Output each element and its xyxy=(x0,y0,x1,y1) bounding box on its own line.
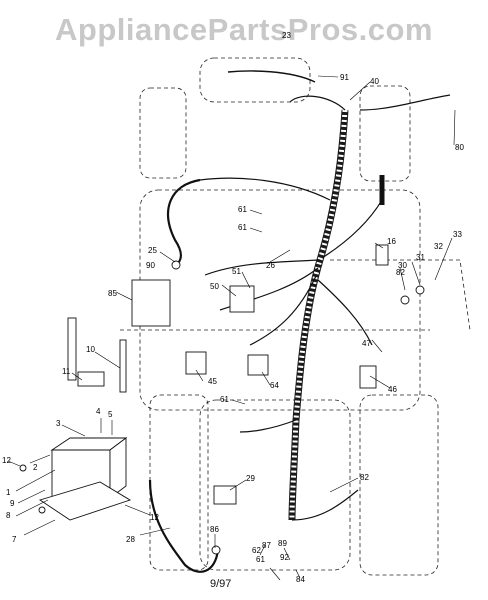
callout-9: 9 xyxy=(10,499,15,508)
callout-89: 89 xyxy=(278,539,287,548)
switch-icon xyxy=(359,365,377,389)
callout-23: 23 xyxy=(282,31,291,40)
callout-labels: 1 2 3 4 5 7 8 9 10 11 12 12 16 23 25 26 … xyxy=(2,31,464,584)
callout-51: 51 xyxy=(232,267,241,276)
wire-harness xyxy=(148,70,451,573)
relay-icon xyxy=(185,351,207,375)
callout-90: 90 xyxy=(146,261,155,270)
leader-lines xyxy=(7,75,456,581)
callout-92: 92 xyxy=(280,553,289,562)
callout-82-b: 82 xyxy=(396,268,405,277)
callout-28: 28 xyxy=(126,535,135,544)
callout-16: 16 xyxy=(387,237,396,246)
callout-12: 12 xyxy=(2,456,11,465)
callout-31: 31 xyxy=(416,253,425,262)
callout-5: 5 xyxy=(108,410,113,419)
callout-40: 40 xyxy=(370,77,379,86)
connector-icon xyxy=(213,485,237,505)
callout-8: 8 xyxy=(6,511,11,520)
callout-4: 4 xyxy=(96,407,101,416)
solenoid-icon xyxy=(229,285,255,313)
watermark: AppliancePartsPros.com xyxy=(55,12,433,47)
callout-61-a: 61 xyxy=(238,205,247,214)
callout-85: 85 xyxy=(108,289,117,298)
relay-icon-2 xyxy=(247,354,269,376)
callout-87: 87 xyxy=(262,541,271,550)
callout-62: 62 xyxy=(252,546,261,555)
revision-date: 9/97 xyxy=(210,578,232,590)
callout-82: 82 xyxy=(360,473,369,482)
components xyxy=(19,244,425,555)
callout-33: 33 xyxy=(453,230,462,239)
callout-32: 32 xyxy=(434,242,443,251)
callout-10: 10 xyxy=(86,345,95,354)
callout-80: 80 xyxy=(455,143,464,152)
callout-11: 11 xyxy=(62,367,71,376)
callout-61-d: 61 xyxy=(256,555,265,564)
callout-30: 30 xyxy=(398,261,407,270)
callout-86: 86 xyxy=(210,525,219,534)
callout-84: 84 xyxy=(296,575,305,584)
callout-12-b: 12 xyxy=(150,513,159,522)
callout-3: 3 xyxy=(56,419,61,428)
callout-2: 2 xyxy=(33,463,38,472)
callout-61-c: 61 xyxy=(220,395,229,404)
callout-26: 26 xyxy=(266,261,275,270)
callout-45: 45 xyxy=(208,377,217,386)
callout-61-b: 61 xyxy=(238,223,247,232)
callout-64: 64 xyxy=(270,381,279,390)
callout-46: 46 xyxy=(388,385,397,394)
callout-50: 50 xyxy=(210,282,219,291)
callout-47: 47 xyxy=(362,339,371,348)
bracket-icon xyxy=(131,279,171,327)
callout-91: 91 xyxy=(340,73,349,82)
callout-7: 7 xyxy=(12,535,17,544)
switch-icon-2 xyxy=(375,244,389,266)
callout-25: 25 xyxy=(148,246,157,255)
callout-29: 29 xyxy=(246,474,255,483)
callout-1: 1 xyxy=(6,488,11,497)
